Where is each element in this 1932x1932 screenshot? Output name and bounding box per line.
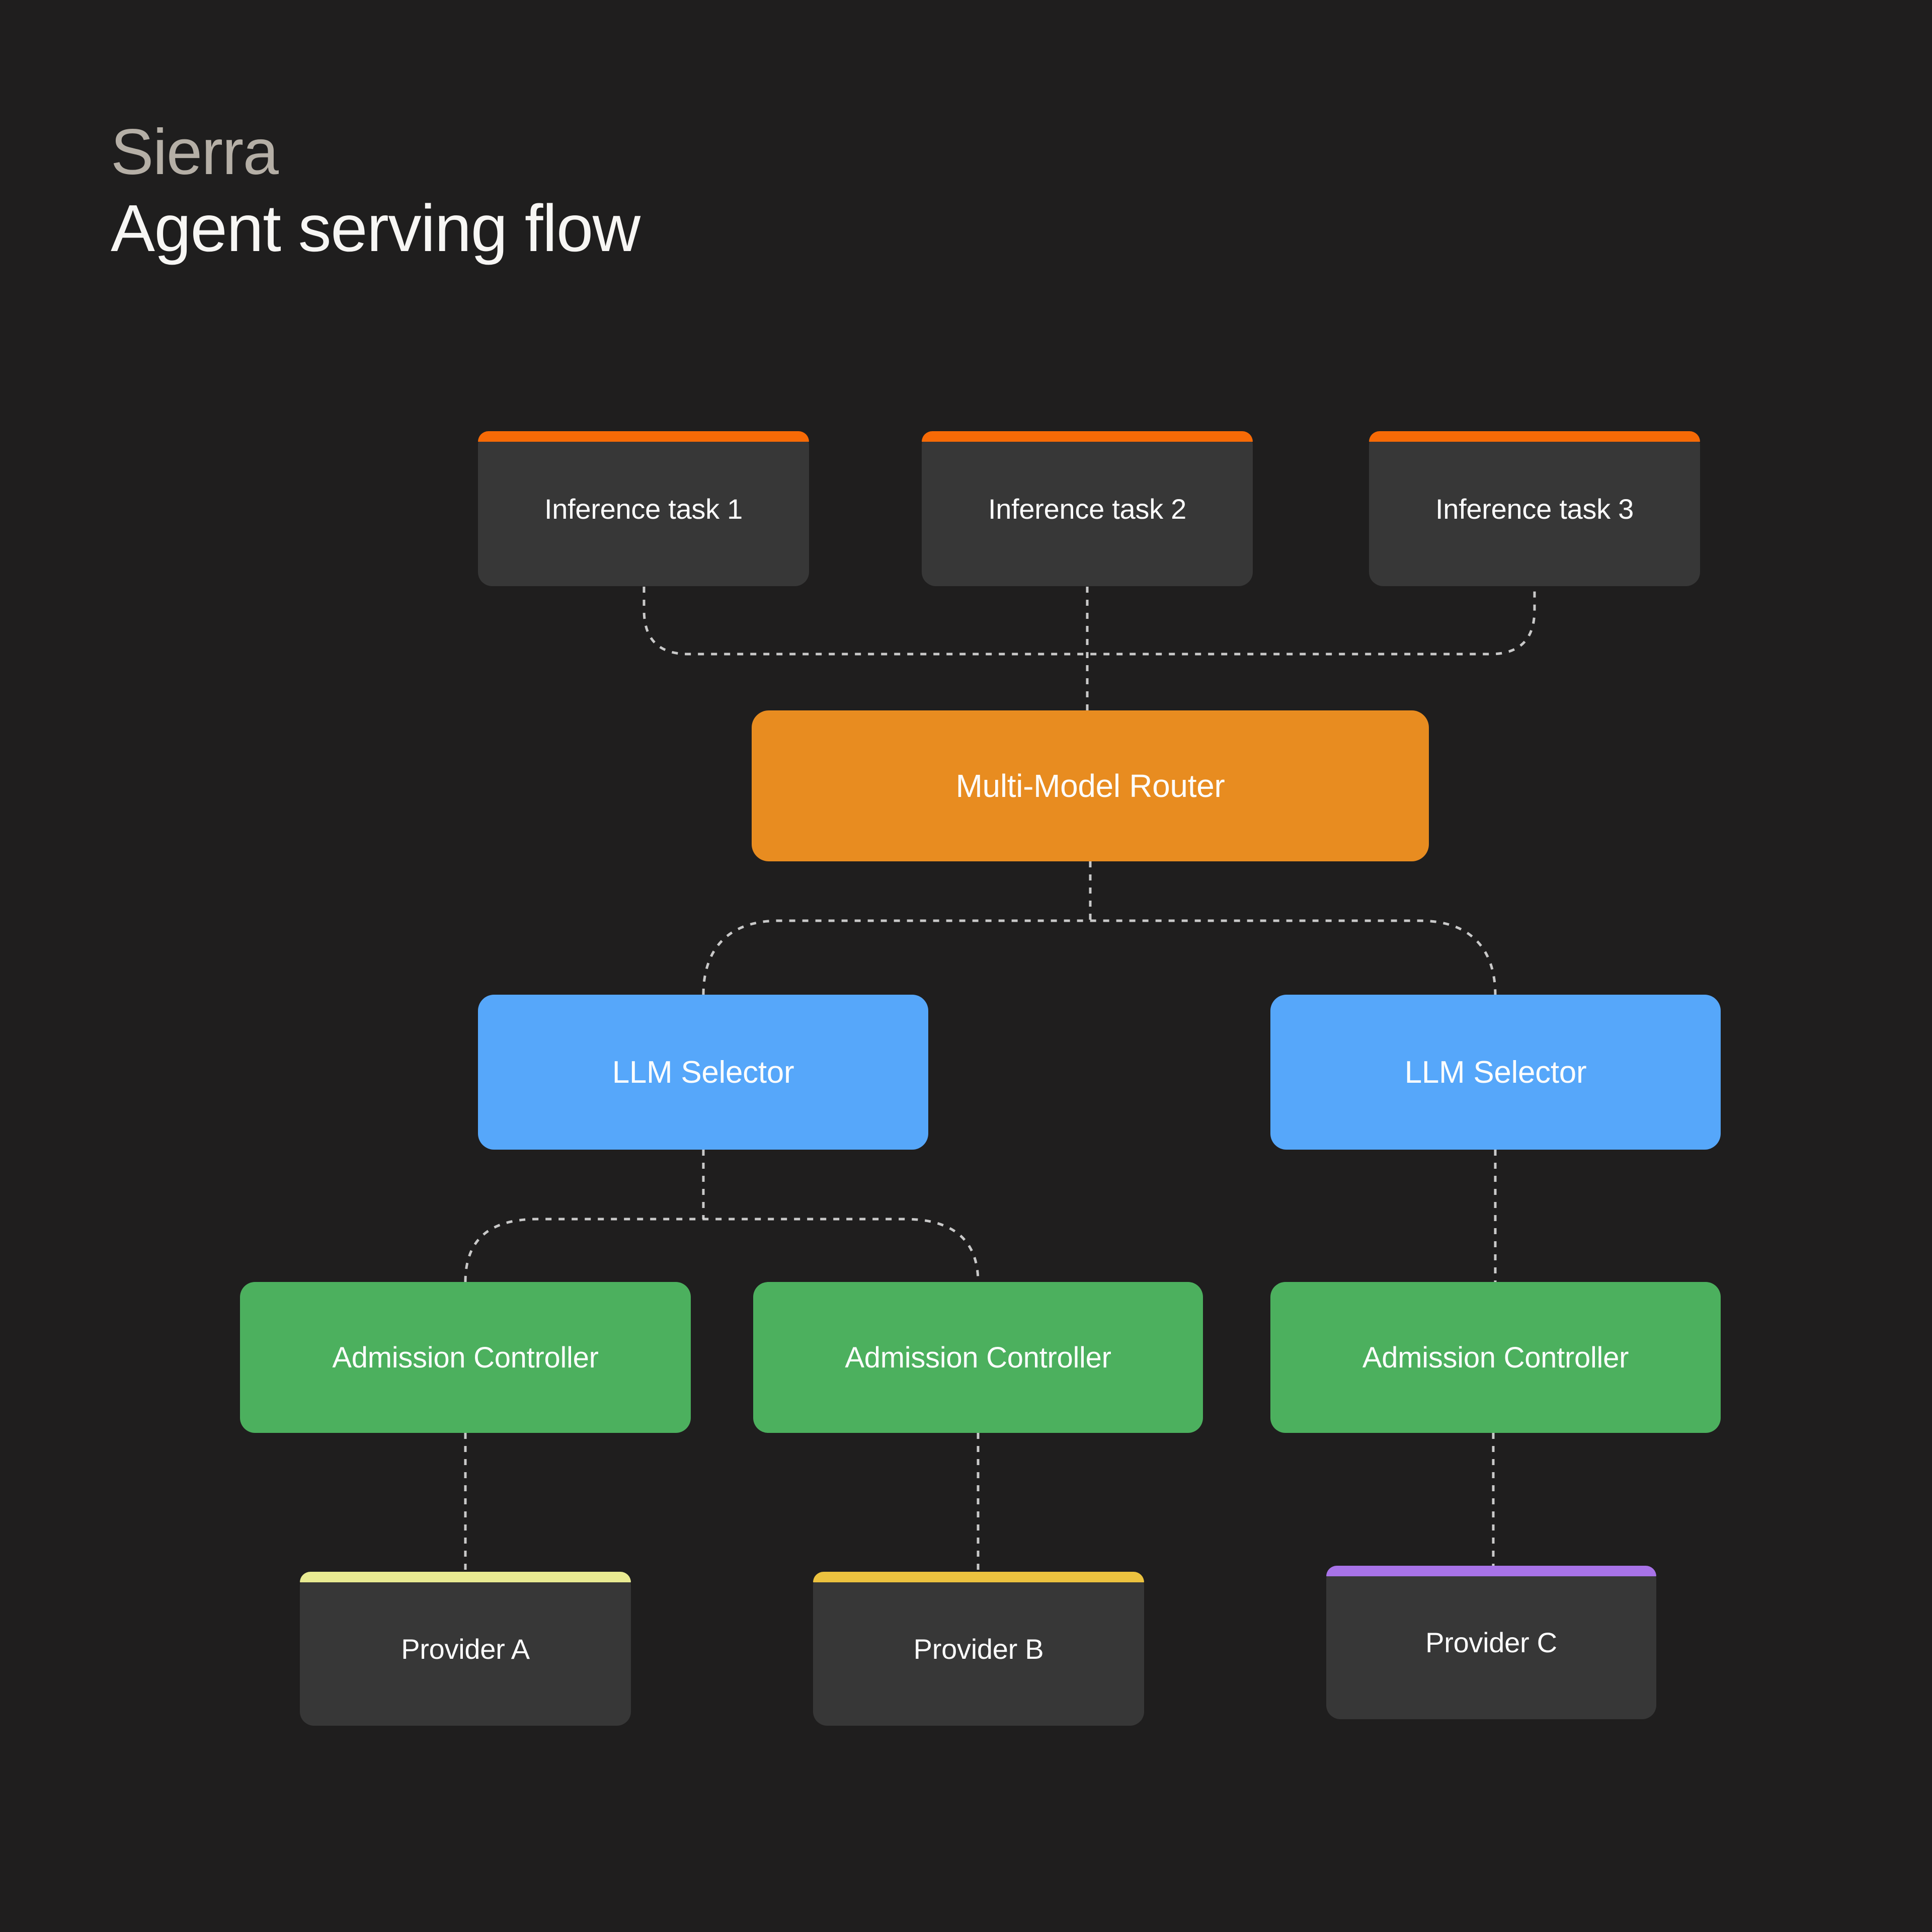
node-label: LLM Selector: [612, 1055, 794, 1090]
provider-c-accent-bar: [1326, 1566, 1656, 1576]
node-label: Admission Controller: [1362, 1341, 1629, 1374]
node-label: Provider A: [401, 1633, 530, 1665]
node-label: Inference task 1: [544, 493, 743, 525]
node-label: LLM Selector: [1404, 1055, 1587, 1090]
brand-title: Sierra: [111, 116, 279, 188]
node-provider-b: Provider B: [813, 1572, 1144, 1726]
connector-selector-left-branch: [464, 1218, 980, 1282]
connector-tasks-merge: [642, 587, 1536, 656]
node-label: Inference task 2: [988, 493, 1186, 525]
node-label: Multi-Model Router: [955, 768, 1225, 804]
node-provider-c: Provider C: [1326, 1566, 1656, 1719]
task-accent-bar: [478, 431, 809, 442]
node-llm-selector-right: LLM Selector: [1270, 995, 1721, 1150]
node-label: Inference task 3: [1435, 493, 1634, 525]
node-provider-a: Provider A: [300, 1572, 631, 1726]
node-admission-controller-right: Admission Controller: [1270, 1282, 1721, 1433]
provider-a-accent-bar: [300, 1572, 631, 1582]
provider-b-accent-bar: [813, 1572, 1144, 1582]
task-accent-bar: [922, 431, 1253, 442]
title-block: Sierra Agent serving flow: [111, 115, 640, 267]
connector-router-branch: [702, 919, 1497, 995]
node-inference-task-3: Inference task 3: [1369, 431, 1700, 586]
node-admission-controller-left: Admission Controller: [240, 1282, 691, 1433]
node-label: Admission Controller: [845, 1341, 1111, 1374]
task-accent-bar: [1369, 431, 1700, 442]
node-llm-selector-left: LLM Selector: [478, 995, 928, 1150]
node-inference-task-2: Inference task 2: [922, 431, 1253, 586]
node-label: Provider B: [913, 1633, 1044, 1665]
node-admission-controller-middle: Admission Controller: [753, 1282, 1203, 1433]
node-multi-model-router: Multi-Model Router: [752, 710, 1429, 861]
node-label: Provider C: [1425, 1627, 1557, 1658]
page-title: Agent serving flow: [111, 191, 640, 265]
node-label: Admission Controller: [332, 1341, 599, 1374]
node-inference-task-1: Inference task 1: [478, 431, 809, 586]
